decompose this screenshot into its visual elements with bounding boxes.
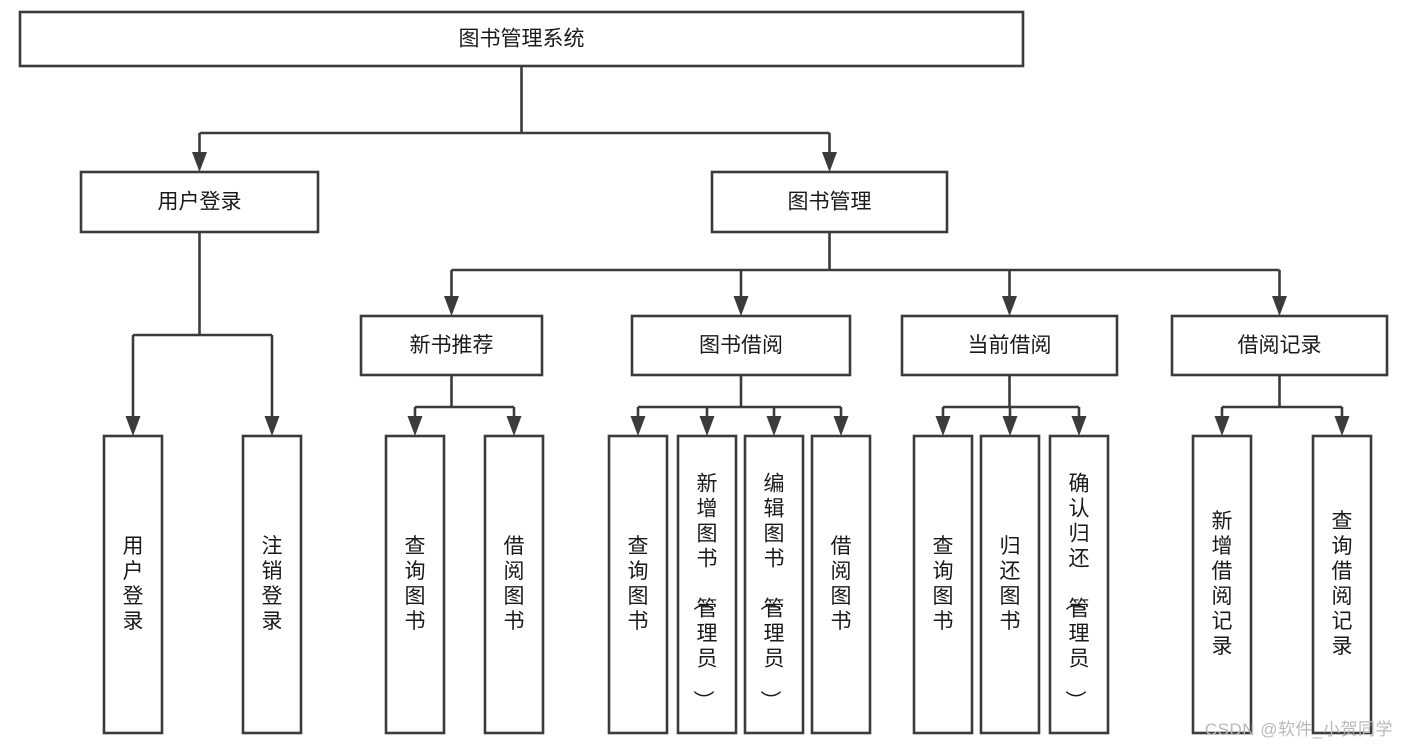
node-book-manage[interactable]: 图书管理 — [710, 170, 949, 234]
node-label: 查询图书 — [628, 535, 649, 633]
node-label: 查询图书 — [933, 535, 954, 633]
node-box[interactable] — [79, 170, 320, 234]
arrow-head-icon — [407, 416, 423, 436]
node-box[interactable] — [912, 434, 974, 735]
node-book-borrow[interactable]: 图书借阅 — [630, 314, 852, 377]
node-box[interactable] — [1311, 434, 1373, 735]
connector-group — [192, 66, 837, 172]
node-leaf-logout-login[interactable]: 注销登录 — [241, 434, 303, 735]
arrow-head-icon — [1334, 416, 1350, 436]
node-leaf-user-login[interactable]: 用户登录 — [102, 434, 164, 735]
node-label: 图书管理 — [788, 191, 872, 214]
node-box[interactable] — [743, 434, 805, 735]
node-leaf-borrow-book[interactable]: 借阅图书 — [810, 434, 872, 735]
node-new-book-recommend[interactable]: 新书推荐 — [359, 314, 544, 377]
arrow-head-icon — [1002, 296, 1017, 316]
watermark-label: CSDN @软件_小贺同学 — [1204, 720, 1393, 739]
arrow-head-icon — [630, 416, 646, 436]
node-user-login[interactable]: 用户登录 — [79, 170, 320, 234]
node-label: 确认归还（管理员） — [1064, 472, 1090, 711]
node-label: 新增借阅记录 — [1212, 510, 1233, 658]
node-box[interactable] — [607, 434, 669, 735]
connector-group — [1214, 375, 1350, 436]
node-label: 图书管理系统 — [459, 28, 585, 51]
arrow-head-icon — [264, 416, 280, 436]
connector-group — [125, 232, 280, 436]
arrow-head-icon — [833, 416, 849, 436]
node-box[interactable] — [384, 434, 446, 735]
node-box[interactable] — [900, 314, 1119, 377]
node-box[interactable] — [810, 434, 872, 735]
node-label: 新增图书（管理员） — [692, 472, 718, 711]
node-label: 当前借阅 — [968, 334, 1052, 357]
node-leaf-query-book-current[interactable]: 查询图书 — [912, 434, 974, 735]
arrow-head-icon — [192, 152, 207, 172]
arrow-head-icon — [444, 296, 459, 316]
arrow-head-icon — [125, 416, 141, 436]
node-label: 新书推荐 — [410, 334, 494, 357]
node-box[interactable] — [483, 434, 545, 735]
node-label: 借阅图书 — [831, 535, 852, 633]
arrow-head-icon — [766, 416, 782, 436]
arrow-head-icon — [1002, 416, 1018, 436]
node-leaf-add-borrow-record[interactable]: 新增借阅记录 — [1191, 434, 1253, 735]
node-box[interactable] — [710, 170, 949, 234]
connector-layer — [125, 66, 1350, 436]
node-leaf-query-book-rec[interactable]: 查询图书 — [384, 434, 446, 735]
node-label: 注销登录 — [262, 535, 283, 633]
node-box[interactable] — [979, 434, 1041, 735]
node-label: 用户登录 — [158, 191, 242, 214]
arrow-head-icon — [822, 152, 837, 172]
node-leaf-edit-book-admin[interactable]: 编辑图书（管理员） — [743, 434, 805, 735]
node-label: 用户登录 — [123, 535, 144, 633]
node-label: 图书借阅 — [699, 334, 783, 357]
node-label: 查询借阅记录 — [1332, 510, 1353, 658]
arrow-head-icon — [1272, 296, 1287, 316]
arrow-head-icon — [1071, 416, 1087, 436]
node-box[interactable] — [102, 434, 164, 735]
node-label: 归还图书 — [1000, 535, 1021, 633]
node-box[interactable] — [359, 314, 544, 377]
node-box[interactable] — [676, 434, 738, 735]
node-leaf-add-book-admin[interactable]: 新增图书（管理员） — [676, 434, 738, 735]
node-label: 查询图书 — [405, 535, 426, 633]
node-leaf-confirm-return-admin[interactable]: 确认归还（管理员） — [1048, 434, 1110, 735]
node-box[interactable] — [18, 10, 1025, 68]
arrow-head-icon — [699, 416, 715, 436]
node-leaf-query-borrow-record[interactable]: 查询借阅记录 — [1311, 434, 1373, 735]
connector-group — [630, 375, 849, 436]
arrow-head-icon — [733, 296, 749, 316]
arrow-head-icon — [935, 416, 951, 436]
node-label: 编辑图书（管理员） — [759, 472, 785, 711]
node-box[interactable] — [241, 434, 303, 735]
node-label: 借阅图书 — [504, 535, 525, 633]
arrow-head-icon — [1214, 416, 1230, 436]
node-box[interactable] — [1191, 434, 1253, 735]
node-current-borrow[interactable]: 当前借阅 — [900, 314, 1119, 377]
connector-group — [935, 375, 1087, 436]
arrow-head-icon — [506, 416, 522, 436]
node-leaf-query-book-borrow[interactable]: 查询图书 — [607, 434, 669, 735]
node-leaf-borrow-book-rec[interactable]: 借阅图书 — [483, 434, 545, 735]
node-label: 借阅记录 — [1238, 334, 1322, 357]
node-box[interactable] — [630, 314, 852, 377]
node-layer: 图书管理系统用户登录图书管理新书推荐图书借阅当前借阅借阅记录用户登录注销登录查询… — [18, 10, 1389, 735]
node-box[interactable] — [1048, 434, 1110, 735]
connector-group — [444, 232, 1287, 316]
node-root[interactable]: 图书管理系统 — [18, 10, 1025, 68]
node-borrow-record[interactable]: 借阅记录 — [1170, 314, 1389, 377]
node-leaf-return-book[interactable]: 归还图书 — [979, 434, 1041, 735]
connector-group — [407, 375, 522, 436]
node-box[interactable] — [1170, 314, 1389, 377]
